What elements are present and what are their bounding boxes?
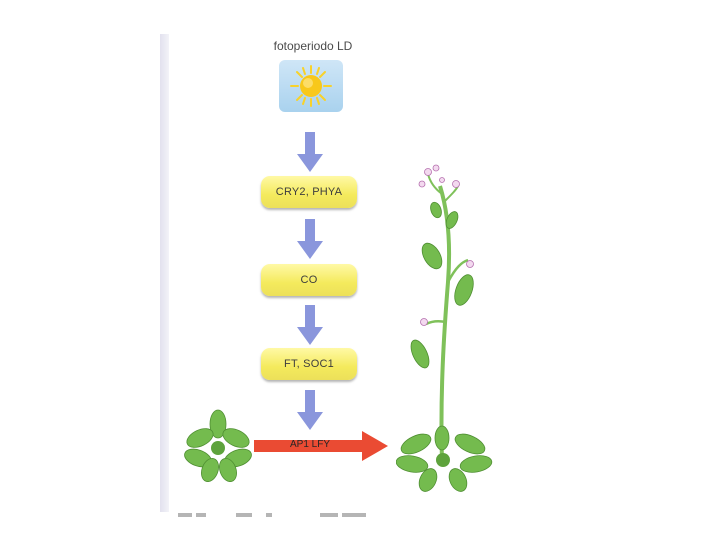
step-co: CO (261, 264, 357, 296)
cropped-caption-remnant (170, 504, 410, 518)
diagram-title: fotoperiodo LD (238, 39, 388, 53)
flowering-plant-icon (396, 162, 496, 494)
long-day-sun-box (279, 60, 343, 112)
signal-label-ap1-lfy: AP1 LFY (290, 439, 330, 450)
down-arrow-icon (297, 132, 323, 172)
sun-icon (279, 60, 343, 112)
step-cry2-phya: CRY2, PHYA (261, 176, 357, 208)
down-arrow-icon (297, 305, 323, 345)
step-ft-soc1: FT, SOC1 (261, 348, 357, 380)
down-arrow-icon (297, 390, 323, 430)
rosette-plant-icon (184, 408, 252, 482)
down-arrow-icon (297, 219, 323, 259)
page-edge-strip (160, 34, 169, 512)
cropped-caption-marks (170, 504, 410, 518)
